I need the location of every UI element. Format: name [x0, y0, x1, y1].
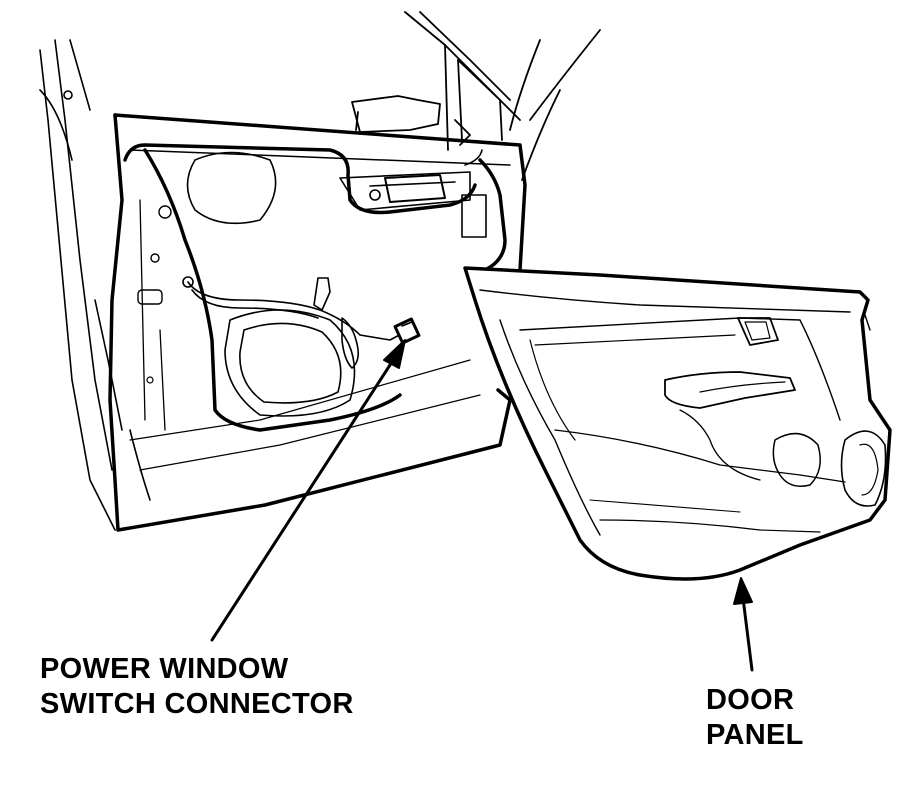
inner-handle-mechanism [339, 149, 483, 211]
callout-connector-line1: POWER WINDOW [40, 653, 289, 685]
wire-harness [123, 143, 507, 432]
connector-leader-arrow [210, 339, 406, 642]
panel-leader-arrow [733, 577, 754, 672]
internal-cable [182, 276, 406, 369]
callout-connector-line2: SWITCH CONNECTOR [40, 688, 354, 720]
inner-door-frame [108, 113, 527, 532]
car-roof-and-window-frame [404, 11, 601, 181]
callout-power-window-switch-connector: POWER WINDOW SWITCH CONNECTOR [40, 652, 354, 722]
car-body-frame [39, 39, 151, 531]
callout-door-panel: DOOR PANEL [706, 683, 804, 753]
callout-panel-line1: DOOR [706, 684, 795, 716]
service-openings [186, 151, 487, 417]
side-mirror [351, 95, 441, 133]
callout-panel-line2: PANEL [706, 719, 804, 751]
power-window-switch-connector [393, 317, 421, 345]
door-trim-panel [463, 266, 892, 581]
